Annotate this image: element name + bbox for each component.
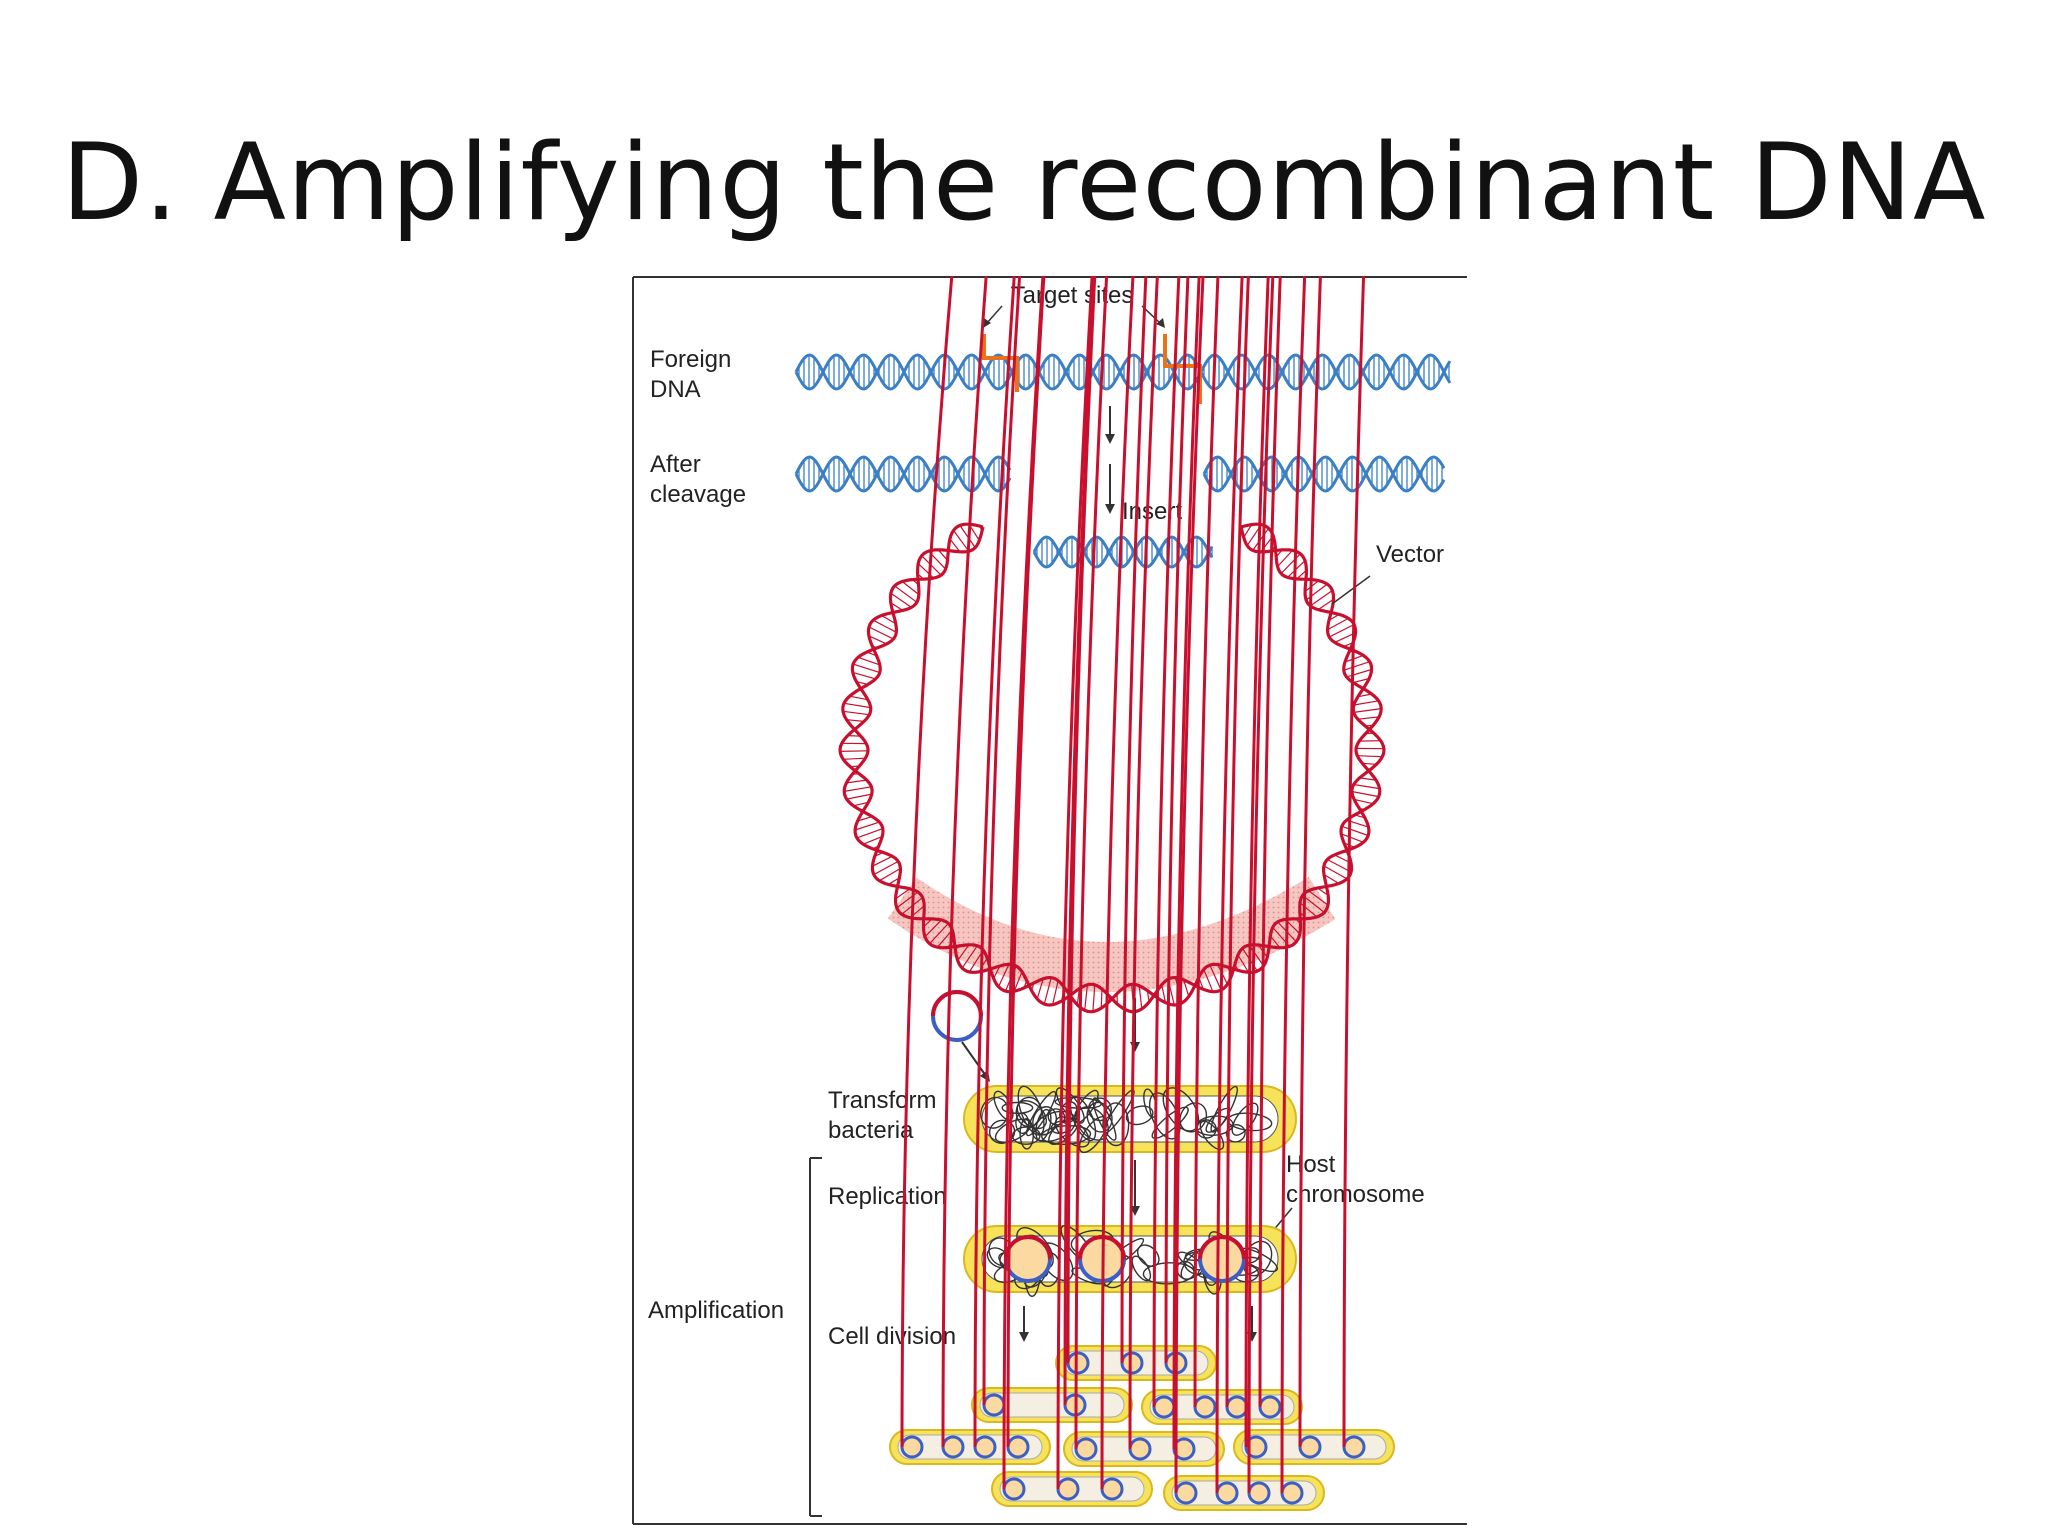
host-chromosome-label-line2: chromosome [1286, 1181, 1425, 1208]
slide-title: D. Amplifying the recombinant DNA [61, 121, 1987, 244]
plasmid-copy [1066, 1351, 1090, 1375]
plasmid-copy [973, 1435, 997, 1459]
target-site-marker-left [982, 334, 1019, 392]
daughter-bacterium [1233, 0, 1472, 1465]
amplification-label: Amplification [648, 1297, 784, 1324]
plasmid-copy [1258, 1395, 1282, 1419]
host-chromosome-label-line1: Host [1286, 1151, 1336, 1178]
plasmid-copy [900, 1435, 924, 1459]
transform-bacteria-label-line1: Transform [828, 1087, 936, 1114]
arrow-down-2 [1105, 464, 1115, 514]
after-cleavage-label-line2: cleavage [650, 481, 746, 508]
amplification-bracket [809, 1157, 822, 1517]
after-cleavage-label-line1: After [650, 451, 701, 478]
cleaved-fragment-left [794, 455, 1012, 493]
target-site-marker-right [1163, 334, 1202, 404]
foreign-dna-helix [794, 353, 1452, 391]
daughter-bacterium [1141, 0, 1472, 1425]
insert-fragment [1032, 535, 1214, 569]
plasmid-copy [1298, 1435, 1322, 1459]
arrow-down-5 [1019, 1306, 1029, 1342]
daughter-bacteria [889, 0, 1472, 1511]
vector-label: Vector [1376, 541, 1444, 568]
daughter-bacterium [889, 0, 1472, 1465]
daughter-bacterium [1163, 0, 1325, 1511]
plasmid-copy [982, 1393, 1006, 1417]
plasmid-copy [1342, 1435, 1366, 1459]
plasmid-copy [1074, 1437, 1098, 1461]
plasmid-entry-arrow [961, 1041, 987, 1077]
foreign-dna-label-line1: Foreign [650, 346, 731, 373]
daughter-bacterium [971, 0, 1133, 1423]
transform-bacteria-label-line2: bacteria [828, 1117, 914, 1144]
plasmid-copy [1215, 1481, 1239, 1505]
plasmid-copy [1056, 1477, 1080, 1501]
plasmid-copy [1247, 1481, 1271, 1505]
plasmid-copy [1193, 1395, 1217, 1419]
daughter-bacterium [1063, 0, 1225, 1467]
plasmid-copy [1225, 1395, 1249, 1419]
plasmid-copy [1100, 1477, 1124, 1501]
plasmid-copy [1120, 1351, 1144, 1375]
target-sites-label: Target sites [1011, 282, 1134, 309]
arrow-down-1 [1105, 406, 1115, 444]
plasmid-copy [1152, 1395, 1176, 1419]
foreign-dna-label-line2: DNA [650, 376, 701, 403]
plasmid-copy [1174, 1481, 1198, 1505]
transformed-bacterium [963, 1085, 1297, 1154]
plasmid-copy [1128, 1437, 1152, 1461]
replication-label: Replication [828, 1183, 947, 1210]
cell-division-label: Cell division [828, 1323, 956, 1350]
target-sites-pointer-left [983, 305, 1003, 328]
vector-pointer [1331, 575, 1371, 605]
daughter-bacterium [991, 0, 1153, 1507]
plasmid-copy [1006, 1435, 1030, 1459]
plasmid-copy [1280, 1481, 1304, 1505]
plasmid-copy [941, 1435, 965, 1459]
insert-label: Insert [1122, 498, 1182, 525]
plasmid-copy [1002, 1477, 1026, 1501]
diagram-figure: Target sites Foreign DNA After cleavage … [632, 0, 1472, 1533]
